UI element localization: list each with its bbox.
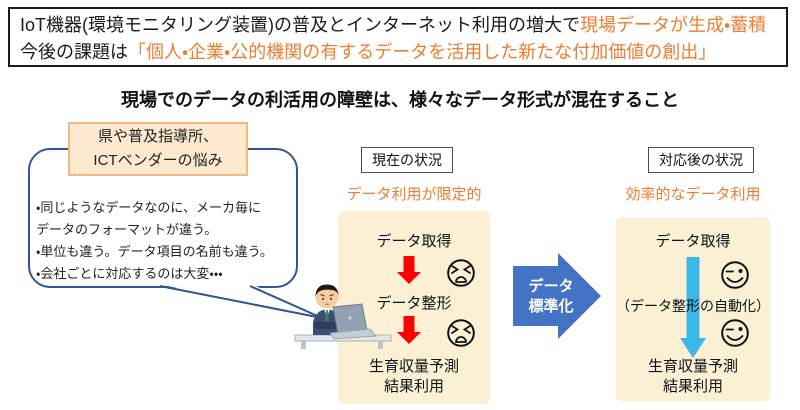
red-down-arrow-icon: [397, 316, 421, 344]
after-status-header: 対応後の状況: [648, 147, 754, 173]
wink-smiley-icon: [721, 319, 749, 347]
data-standardization-label: データ 標準化: [513, 277, 589, 317]
after-note-automation: （データ整形の自動化）: [616, 298, 770, 314]
banner-line2-black: 今後の課題は: [20, 42, 128, 62]
wink-smiley-icon: [721, 261, 749, 289]
current-final-line2: 結果利用: [383, 378, 444, 395]
arrow-label-line1: データ: [528, 278, 574, 295]
bubble-line: ・同じようなデータなのに、メーカ毎に: [36, 200, 262, 215]
banner-line-1: IoT機器(環境モニタリング装置)の普及とインターネット利用の増大で現場データが…: [20, 12, 786, 39]
worry-label-box: 県や普及指導所、 ICTベンダーの悩み: [68, 122, 248, 176]
laptop-base: [329, 328, 377, 340]
bubble-text: ・同じようなデータなのに、メーカ毎に データのフォーマットが違う。 ・単位も違う…: [36, 197, 298, 285]
current-step-acquire: データ取得: [376, 233, 452, 250]
current-step-shape: データ整形: [376, 295, 452, 312]
after-final-line2: 結果利用: [662, 378, 723, 395]
bubble-line: データのフォーマットが違う。: [36, 222, 218, 237]
person-at-laptop-illustration: [294, 284, 392, 349]
top-banner: IoT機器(環境モニタリング装置)の普及とインターネット利用の増大で現場データが…: [8, 7, 788, 67]
crossed-arms: [314, 322, 340, 329]
banner-line-2: 今後の課題は「個人・企業・公的機関の有するデータを活用した新たな付加価値の創出」: [20, 39, 786, 66]
data-standardization-arrow: [513, 253, 601, 339]
red-down-arrow-icon: [397, 256, 421, 284]
distressed-face-icon: [447, 319, 475, 347]
slide-subtitle: 現場でのデータの利活用の障壁は、様々なデータ形式が混在すること: [121, 90, 679, 110]
cyan-down-arrow-icon: [680, 257, 706, 358]
after-step-acquire: データ取得: [655, 233, 731, 250]
hair: [315, 284, 339, 297]
current-caption: データ利用が限定的: [346, 186, 482, 203]
arrow-label-line2: 標準化: [528, 298, 574, 315]
current-status-header: 現在の状況: [361, 147, 453, 173]
worry-label-line2: ICTベンダーの悩み: [93, 152, 223, 169]
after-final-use: 生育収量予測 結果利用: [616, 357, 770, 397]
tie: [325, 310, 329, 321]
banner-line2-orange: 「個人・企業・公的機関の有するデータを活用した新たな付加価値の創出」: [128, 42, 717, 62]
current-panel: [338, 211, 490, 404]
bubble-line: ・会社ごとに対応するのは大変・・・: [36, 266, 223, 281]
after-caption: 効率的なデータ利用: [625, 186, 761, 203]
current-final-line1: 生育収量予測: [368, 358, 459, 375]
worry-label-line1: 県や普及指導所、: [97, 128, 218, 145]
banner-line1-orange: 現場データが生成・蓄積: [580, 15, 767, 35]
current-final-use: 生育収量予測 結果利用: [338, 357, 490, 397]
banner-line1-black: IoT機器(環境モニタリング装置)の普及とインターネット利用の増大で: [20, 15, 580, 35]
head: [315, 285, 339, 309]
distressed-face-icon: [447, 259, 475, 287]
after-final-line1: 生育収量予測: [647, 358, 738, 375]
bubble-line: ・単位も違う。データ項目の名前も違う。: [36, 244, 273, 259]
